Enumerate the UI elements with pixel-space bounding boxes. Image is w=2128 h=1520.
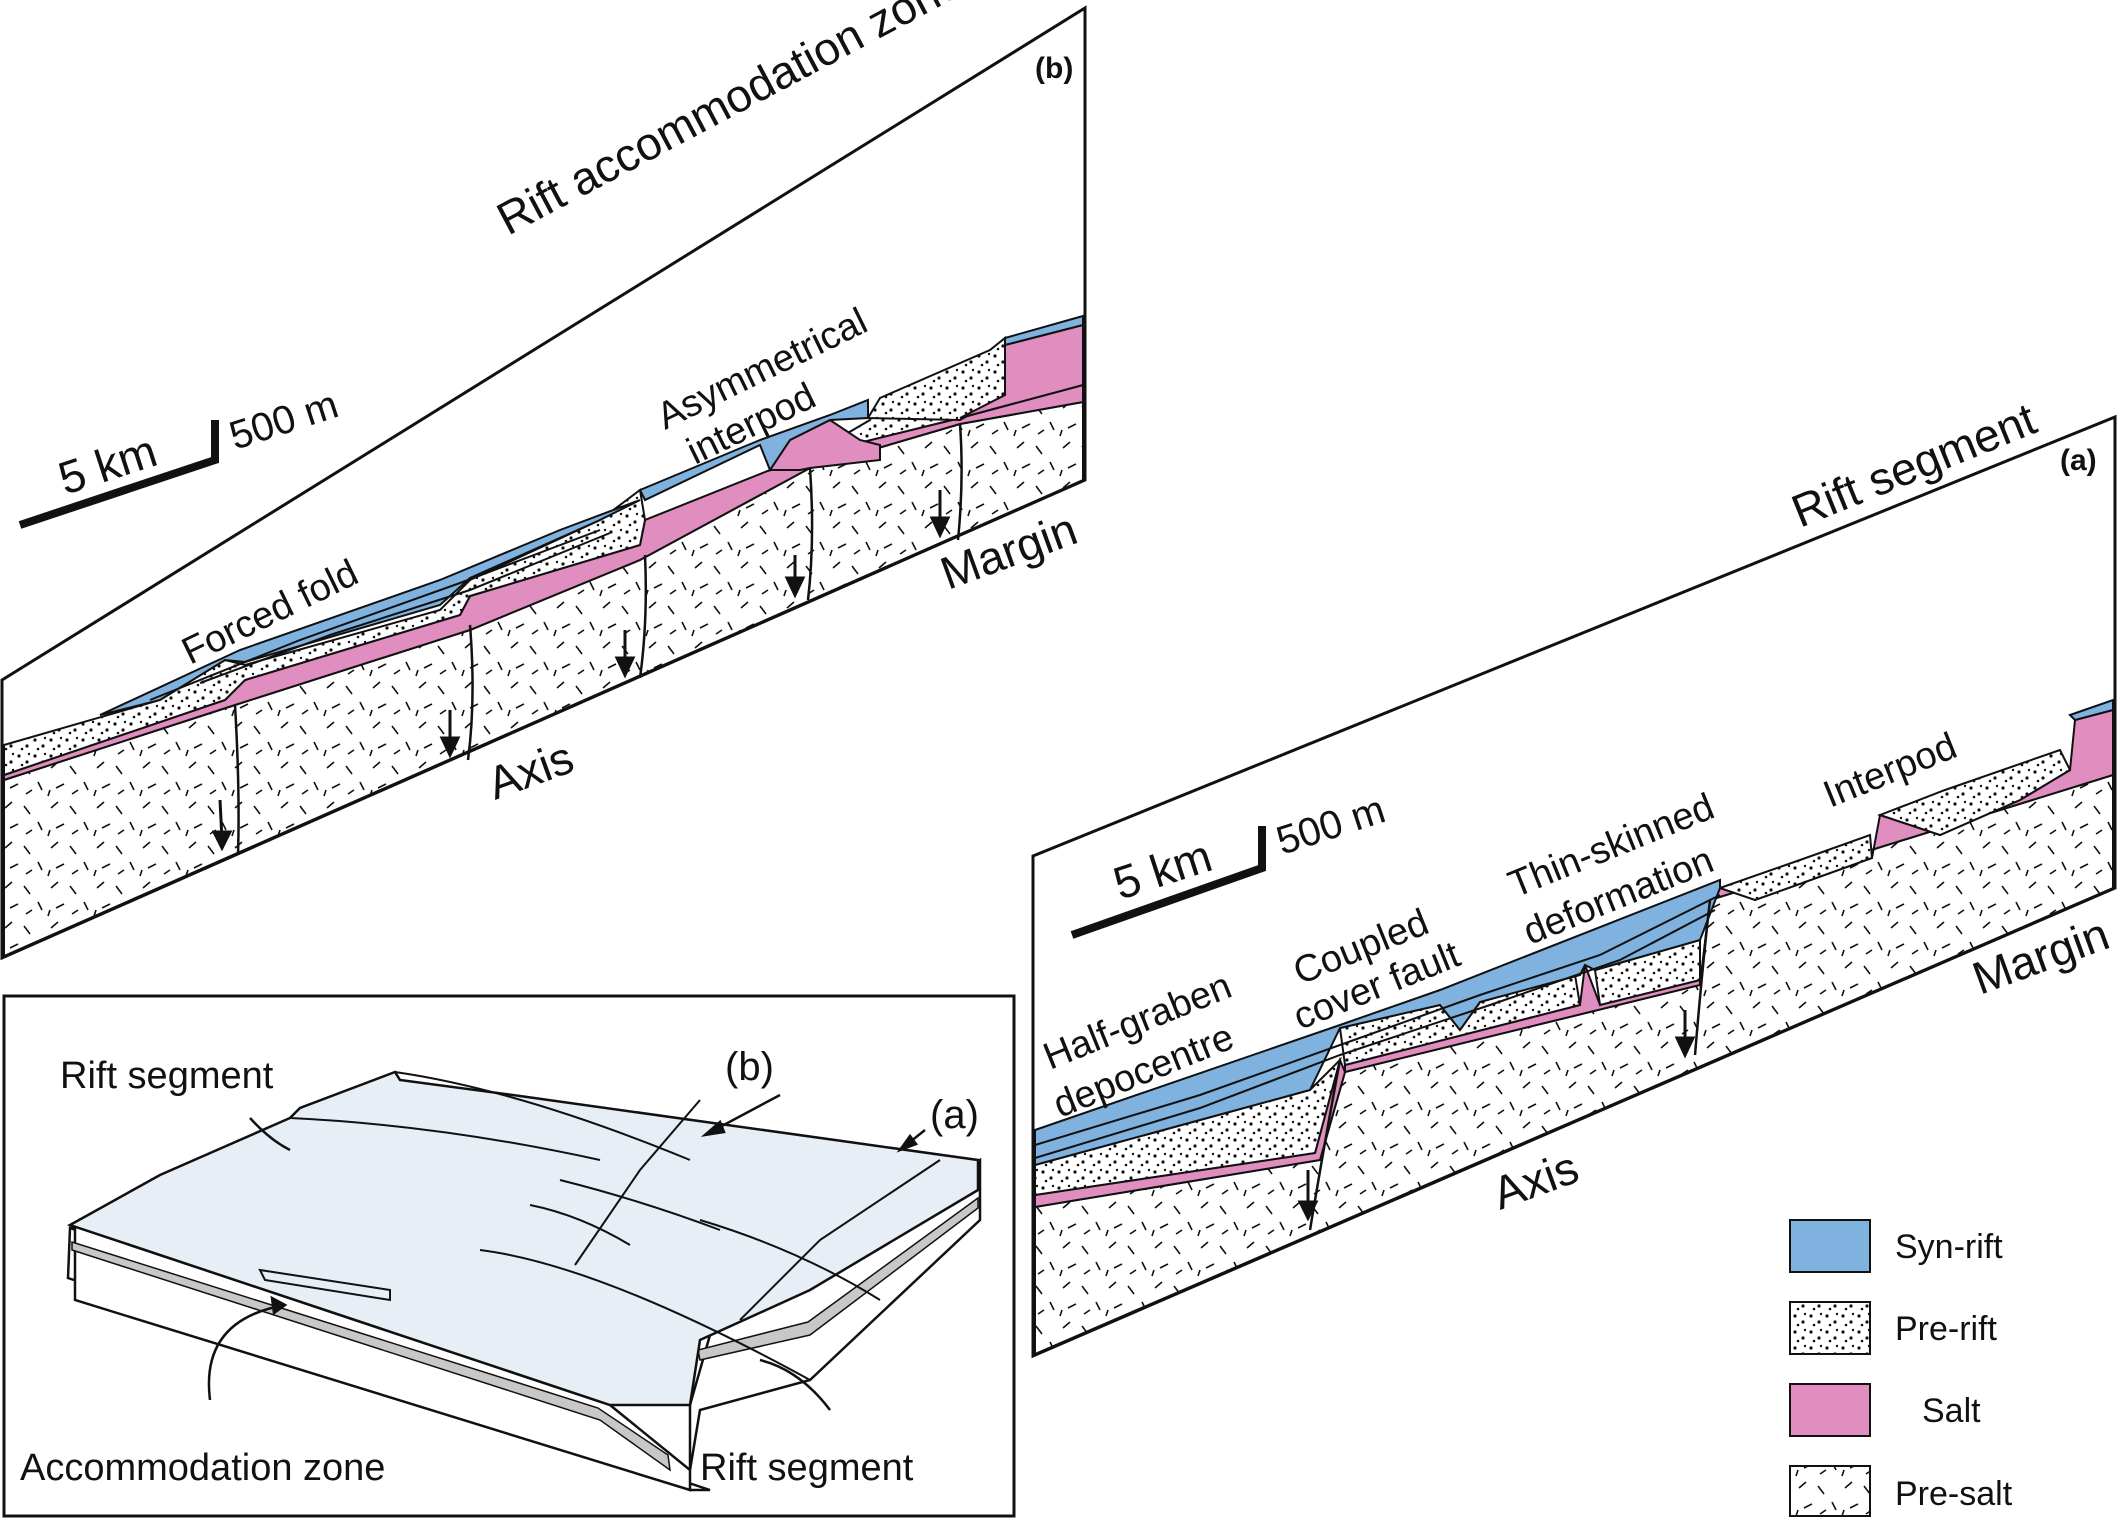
- block-fault-6: [699, 1219, 881, 1301]
- panel-b-fault-2: [466, 624, 474, 761]
- legend: Syn-rift Pre-rift Salt Pre-salt: [1789, 1219, 2013, 1517]
- panel-b-syn-rift-layer-1: [149, 529, 601, 701]
- panel-a: 5 km 500 m Rift segment (a) Half-graben …: [1031, 392, 2117, 1359]
- legend-label-pre-salt: Pre-salt: [1895, 1475, 2013, 1513]
- block-fault-5: [529, 1204, 631, 1246]
- panel-b-label-axis: Axis: [481, 731, 580, 810]
- legend-label-syn-rift: Syn-rift: [1895, 1228, 2003, 1266]
- block-label-rift-segment-bottom: Rift segment: [700, 1447, 914, 1489]
- panel-b-slip-arrows: [211, 490, 951, 852]
- panel-b-tag: (b): [1035, 52, 1073, 85]
- panel-a-slip-arrows: [1297, 1010, 1696, 1222]
- panel-b-fault-3: [638, 554, 648, 679]
- block-fault-2: [394, 1071, 691, 1161]
- panel-b-syn-rift-upper: [638, 398, 869, 502]
- panel-b-scale-bar: [18, 420, 219, 529]
- panel-a-syn-rift-layer-2: [1034, 909, 1716, 1159]
- panel-a-tag: (a): [2060, 444, 2097, 477]
- panel-b-syn-rift-top: [1004, 314, 1084, 347]
- block-top-surface: [66, 1070, 980, 1407]
- block-fault-4: [559, 1179, 721, 1231]
- legend-swatch-pre-salt: [1789, 1465, 1871, 1517]
- panel-a-syn-rift-layer-1: [1034, 894, 1721, 1146]
- panel-b: 5 km 500 m Rift accommodation zone (b) F…: [0, 0, 1087, 961]
- panel-b-syn-rift-layer-2: [199, 532, 611, 684]
- block-label-b: (b): [725, 1045, 774, 1089]
- block-fault-1: [289, 1117, 601, 1161]
- block-front-layer: [71, 1240, 671, 1472]
- block-section-line-b: [574, 1099, 701, 1266]
- panel-a-fault-2: [1693, 899, 1712, 1056]
- panel-a-pre-rift-pod3: [1716, 833, 1874, 902]
- legend-swatch-pre-rift: [1789, 1301, 1871, 1355]
- block-callouts: [207, 1093, 926, 1411]
- panel-a-scale-bar: [1070, 826, 1266, 939]
- legend-label-pre-rift: Pre-rift: [1895, 1310, 1998, 1348]
- panel-a-pre-rift-pod4: [1877, 748, 2072, 837]
- block-accommodation-strip: [258, 1268, 391, 1302]
- panel-b-syn-rift: [99, 499, 641, 716]
- panel-b-fault-5: [956, 423, 963, 541]
- panel-b-scale-vertical: 500 m: [224, 382, 343, 458]
- legend-label-salt: Salt: [1922, 1392, 1981, 1430]
- panel-b-fault-4: [806, 467, 814, 601]
- block-label-accommodation-zone: Accommodation zone: [20, 1447, 385, 1489]
- panel-b-pre-rift: [3, 488, 647, 777]
- panel-a-syn-rift-top: [2068, 698, 2114, 722]
- block-diagram-inset: Rift segment (b) (a) Accommodation zone …: [2, 994, 1016, 1518]
- block-label-a: (a): [930, 1093, 979, 1137]
- legend-swatch-salt: [1789, 1383, 1871, 1437]
- panel-b-fault-1: [233, 704, 240, 856]
- block-section-line-a: [739, 1159, 941, 1321]
- block-label-rift-segment-top: Rift segment: [60, 1055, 274, 1097]
- legend-swatch-syn-rift: [1789, 1219, 1871, 1273]
- block-fault-3: [479, 1249, 811, 1381]
